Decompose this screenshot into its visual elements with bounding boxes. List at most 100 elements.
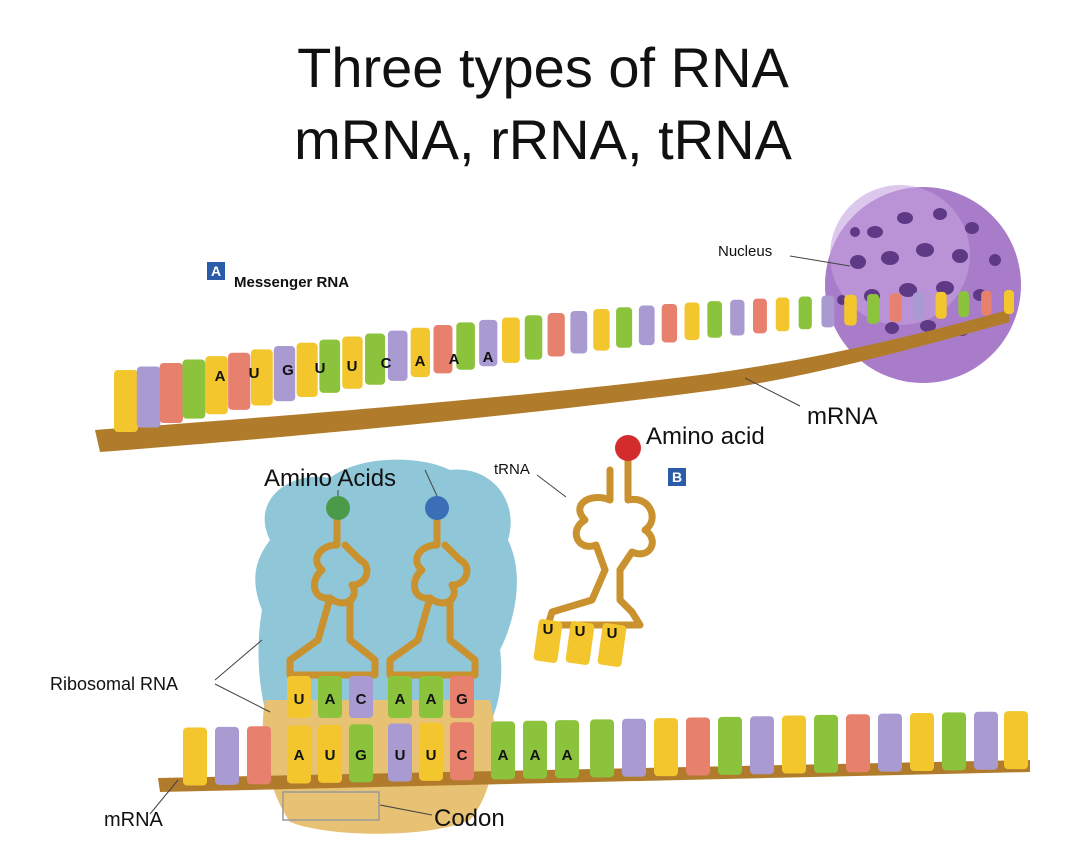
bottom-base-letter: A [530,747,541,764]
trna-free-anticodon [533,619,627,667]
trna-free-letter: U [607,625,618,642]
ribosomal-rna-label: Ribosomal RNA [50,674,178,694]
top-base-letter: A [483,349,494,366]
bottom-base-letter: A [498,747,509,764]
nucleotide-base [570,310,588,354]
nucleotide-base [654,718,678,777]
bottom-base-letter: U [395,747,406,764]
nucleotide-base [638,305,655,346]
nucleotide-base [479,319,498,367]
nucleotide-base [247,726,271,785]
nucleotide-base [844,294,857,326]
nucleotide-base [159,363,183,424]
trna-free-letter: U [575,623,586,640]
anticodon-letter: U [294,691,305,708]
nucleotide-base [273,346,296,402]
anticodon-letter: A [426,691,437,708]
nucleotide-base [419,722,443,781]
nucleotide-base [616,307,633,348]
anticodon-letter: A [325,691,336,708]
bottom-base-letter: G [355,747,367,764]
nucleotide-base [782,715,806,774]
bottom-base-letter: U [426,747,437,764]
nucleotide-base [590,719,614,778]
nucleotide-base [555,720,579,779]
amino-acid-red [615,435,641,461]
amino-acid-green [326,496,350,520]
trna-right [386,516,479,679]
mrna-bases-bottom [183,711,1028,786]
nucleotide-base [718,716,742,775]
nucleotide-base [388,723,412,782]
nucleotide-base [410,327,430,378]
nucleotide-base [846,714,870,773]
bottom-base-letter: A [562,747,573,764]
nucleotide-base [981,290,992,316]
ribosome-large-subunit [255,459,517,740]
nucleotide-base [661,303,678,343]
top-base-letter: G [282,362,294,379]
nucleotide-base [387,330,408,381]
mrna-backbone-top [95,310,1010,452]
top-base-letter: A [215,368,226,385]
nucleotide-base [707,301,722,338]
anticodon-letter: C [356,691,367,708]
codon-box [282,791,380,821]
nucleotide-base [136,366,161,428]
nucleotide-base [821,295,835,328]
anticodon-bases-right [388,676,474,718]
nucleotide-base [974,711,998,770]
nucleotide-base [752,298,767,334]
nucleotide-base [450,722,474,781]
top-base-letter: U [347,358,358,375]
page-title-line-1: Three types of RNA [297,36,789,99]
mrna-bases-top [114,290,1014,432]
trna-free [544,456,656,629]
nucleotide-base [684,302,700,341]
nucleotide-base [250,349,273,406]
nucleotide-base [456,322,475,370]
nucleotide-base [958,291,970,318]
top-base-letter: U [315,360,326,377]
mrna-bottom-label: mRNA [104,809,164,831]
nucleotide-base [867,293,880,324]
nucleotide-base [205,356,228,415]
amino-acids-label: Amino Acids [264,465,396,492]
anticodon-letter: A [395,691,406,708]
trna-free-letter: U [543,621,554,638]
nucleotide-base [889,293,902,323]
nucleotide-base [318,724,342,783]
leader-lines [149,255,851,816]
bottom-base-letter: U [325,747,336,764]
nucleotide-base [114,370,138,432]
mrna-letters-top: A U G U U C A A A [215,349,494,385]
nucleotide-base [942,712,966,771]
panel-b-badge: B [668,468,686,486]
amino-acid-blue [425,496,449,520]
anticodon-bases-left [287,676,373,718]
bottom-base-letter: C [457,747,468,764]
nucleotide-base [287,725,311,784]
trna-label: tRNA [494,461,530,478]
mrna-top-label: mRNA [807,403,878,430]
nucleotide-base [183,727,207,786]
nucleotide-base [775,297,790,332]
nucleotide-base [686,717,710,776]
nucleotide-base [228,352,251,410]
top-base-letter: C [381,355,392,372]
nucleotide-base [491,721,515,780]
panel-a-badge: A [207,262,225,280]
nucleus-sphere [825,185,1021,383]
nucleotide-base [547,313,565,357]
nucleotide-base [730,299,745,336]
page-title-line-2: mRNA, rRNA, tRNA [294,108,792,171]
nucleotide-base [365,333,386,385]
nucleotide-base [798,296,812,330]
nucleotide-base [182,359,206,419]
top-base-letter: U [249,365,260,382]
nucleotide-base [1004,290,1014,314]
nucleotide-base [593,309,610,351]
nucleotide-base [296,342,318,397]
nucleotide-base [319,339,341,393]
